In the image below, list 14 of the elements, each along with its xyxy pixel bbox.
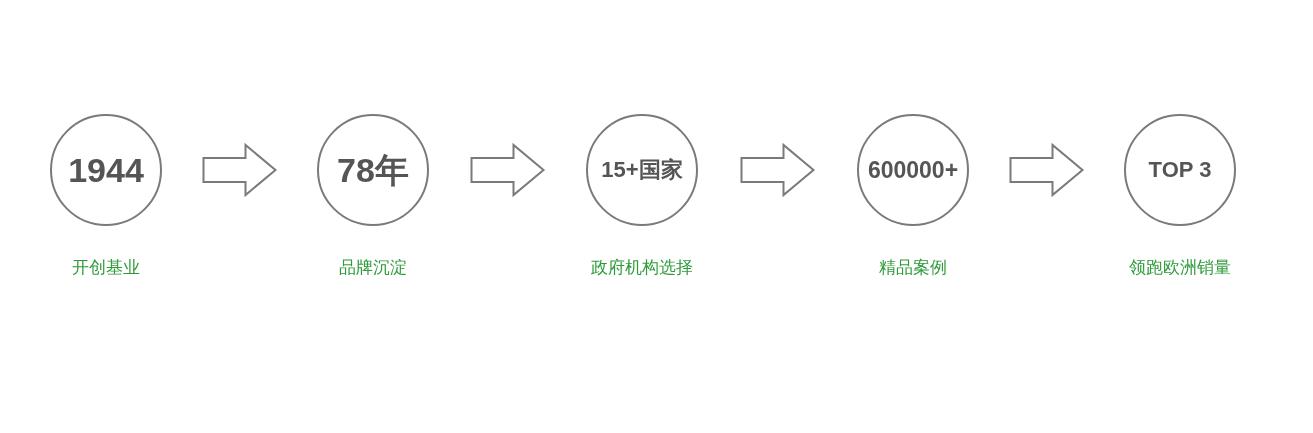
milestone-value: 78年 [337, 153, 409, 187]
milestone-caption: 领跑欧洲销量 [1129, 258, 1231, 279]
block-arrow [202, 142, 278, 198]
milestone-value: 15+国家 [601, 159, 683, 181]
milestone-caption: 品牌沉淀 [339, 258, 407, 279]
milestone-value: 1944 [68, 153, 144, 187]
block-arrow [470, 142, 546, 198]
milestone-caption: 政府机构选择 [591, 258, 693, 279]
milestone-value: 600000+ [867, 158, 959, 182]
milestone-caption: 开创基业 [72, 258, 140, 279]
block-arrow [1009, 142, 1085, 198]
milestone-value: TOP 3 [1148, 159, 1212, 181]
milestone-caption: 精品案例 [879, 258, 947, 279]
block-arrow [740, 142, 816, 198]
